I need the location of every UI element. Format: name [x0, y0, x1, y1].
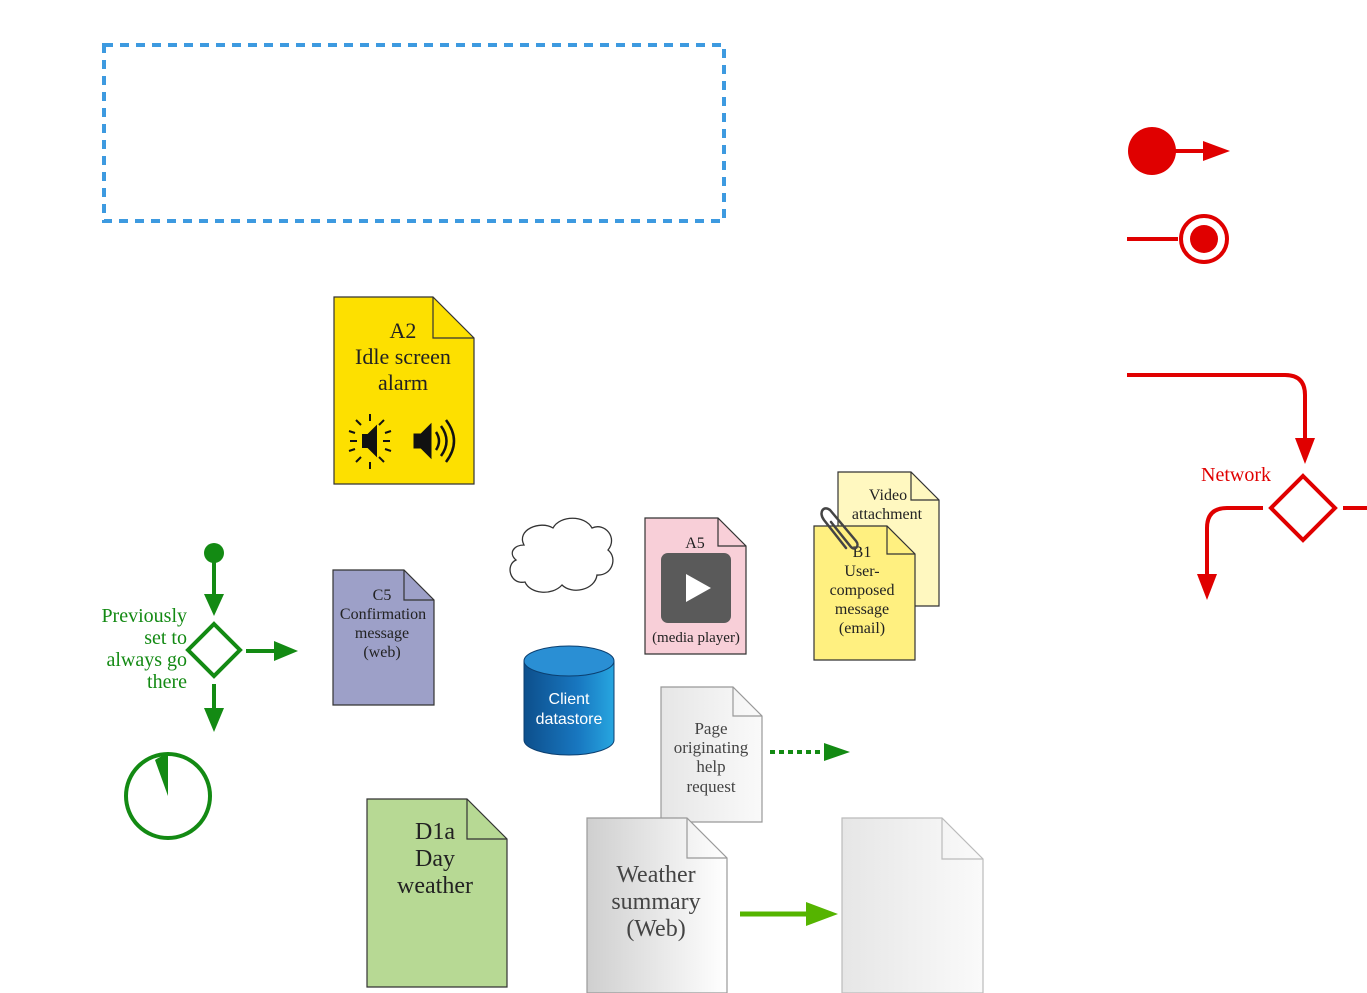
doc-c5-id: C5: [373, 587, 392, 604]
red-end-event: [1127, 214, 1229, 264]
red-network-flow: Network: [1127, 373, 1367, 600]
doc-video-line1: Video: [869, 487, 907, 504]
doc-b1-line3: message: [835, 601, 889, 618]
red-start-event-arrow: [1128, 127, 1230, 175]
doc-d1a-line1: Day: [415, 846, 455, 872]
doc-b1-id: B1: [853, 544, 872, 561]
doc-a5-id: A5: [685, 535, 705, 552]
green-decision-flow: Previously set to always go there: [101, 543, 298, 732]
datastore-line2: datastore: [536, 711, 603, 728]
doc-a2-id: A2: [390, 318, 417, 343]
doc-c5-line1: Confirmation: [340, 606, 426, 623]
doc-c5-confirmation-message: C5 Confirmation message (web): [332, 569, 435, 706]
doc-help-line4: request: [686, 777, 735, 796]
doc-a2-line1: Idle screen: [355, 344, 451, 369]
doc-a5-media-player: A5 (media player): [644, 517, 747, 655]
doc-weather-line3: (Web): [626, 916, 685, 942]
play-icon[interactable]: [661, 553, 731, 623]
doc-video-line2: attachment: [852, 506, 923, 523]
doc-a2-line2: alarm: [378, 370, 428, 395]
doc-c5-line3: (web): [363, 644, 400, 661]
network-label: Network: [1201, 464, 1271, 486]
datastore-line1: Client: [549, 691, 590, 708]
doc-weather-line1: Weather: [616, 862, 695, 888]
green-decision-line3: always go: [106, 649, 187, 671]
doc-c5-line2: message: [355, 625, 409, 642]
client-datastore-cylinder: Client datastore: [523, 645, 615, 756]
doc-help-line3: help: [696, 757, 725, 776]
timer-icon: [124, 752, 212, 840]
dashed-placeholder-box: [102, 43, 726, 223]
doc-b1-user-composed-message: B1 User- composed message (email): [813, 507, 916, 661]
doc-b1-line2: composed: [830, 582, 895, 599]
green-start-dot: [204, 543, 224, 563]
doc-weather-summary-web: Weather summary (Web): [586, 817, 728, 993]
doc-a2-idle-screen-alarm: A2 Idle screen alarm: [333, 296, 475, 485]
doc-help-line2: originating: [674, 738, 749, 757]
doc-blank-grey: [841, 817, 984, 993]
green-decision-diamond: [185, 621, 243, 679]
cloud-shape: [509, 517, 614, 593]
dotted-green-arrow: [770, 743, 850, 761]
doc-d1a-day-weather: D1a Day weather: [366, 798, 508, 988]
doc-d1a-line2: weather: [397, 873, 473, 899]
network-decision-diamond: [1268, 473, 1338, 543]
doc-b1-line4: (email): [839, 620, 885, 637]
doc-weather-line2: summary: [611, 889, 700, 915]
paperclip-icon: [820, 507, 859, 550]
green-decision-line4: there: [147, 671, 187, 693]
doc-a5-caption: (media player): [652, 630, 740, 646]
bright-green-arrow: [740, 902, 838, 926]
doc-b1-line1: User-: [844, 563, 879, 580]
green-decision-line1: Previously: [101, 605, 187, 627]
speaker-sound-icon: [413, 419, 456, 463]
green-decision-line2: set to: [144, 627, 187, 649]
doc-help-line1: Page: [694, 719, 727, 738]
flashing-speaker-icon: [348, 414, 392, 469]
doc-d1a-id: D1a: [415, 819, 455, 845]
doc-page-originating-help-request: Page originating help request: [660, 686, 763, 823]
